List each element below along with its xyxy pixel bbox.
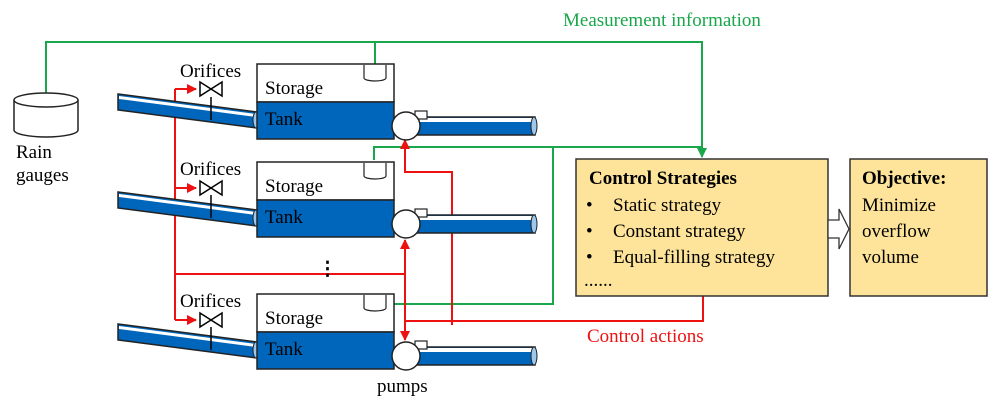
tank2-sensor-line [373,146,702,160]
outflow-pipe-icon [414,208,538,234]
more-tanks-ellipsis: ⋮ [318,259,337,280]
storage-label: Storage [265,176,323,197]
pump-icon [391,111,421,141]
bullet: • [586,221,593,242]
strategy-more: ...... [584,270,613,291]
strategy-item: Static strategy [613,195,722,216]
orifice-label: Orifices [180,61,241,82]
rain-gauges-label-2: gauges [16,165,69,186]
water-level-sensor-icon [363,163,387,180]
objective-line: volume [862,247,919,268]
tank-label: Tank [265,109,303,130]
inflow-pipe-icon [117,191,260,227]
block-arrow-icon [827,208,850,250]
tank-label: Tank [265,339,303,360]
objective-box: Objective: Minimize overflow volume [849,158,988,297]
rain-gauges-label-1: Rain [16,142,52,163]
inflow-pipe-icon [117,93,260,129]
tank-water [256,199,395,238]
storage-label: Storage [265,308,323,329]
objective-line: overflow [862,221,931,242]
measurement-information-label: Measurement information [563,10,761,31]
bullet: • [586,195,593,216]
objective-title: Objective: [862,168,946,189]
outflow-pipe-icon [414,110,538,136]
control-strategies-title: Control Strategies [589,168,737,189]
tank-water [256,101,395,140]
pumps-label: pumps [377,376,428,397]
tank-unit-3: Orifices Storage Tank [117,291,538,371]
tank-unit-1: Orifices Storage Tank [117,61,538,141]
outflow-pipe-icon [414,340,538,366]
measurement-lines [45,41,707,305]
strategy-output-line [405,296,704,322]
bullet: • [586,247,593,268]
control-strategies-box: Control Strategies • Static strategy • C… [575,158,829,297]
inflow-pipe-icon [117,323,260,359]
orifice-label: Orifices [180,291,241,312]
orifice-valve-icon [199,311,223,329]
orifice-label: Orifices [180,159,241,180]
rain-gauge-icon [13,92,79,138]
tank-label: Tank [265,207,303,228]
orifice-valve-icon [199,80,223,98]
pump-icon [391,209,421,239]
pump-icon [391,341,421,371]
control-actions-label: Control actions [587,326,704,347]
strategy-item: Constant strategy [613,221,746,242]
objective-line: Minimize [862,195,936,216]
orifice-valve-icon [199,179,223,197]
water-level-sensor-icon [363,295,387,312]
tank-water [256,331,395,370]
water-level-sensor-icon [363,65,387,82]
tank3-sensor-line [392,147,554,305]
storage-label: Storage [265,78,323,99]
strategy-item: Equal-filling strategy [613,247,775,268]
pump1-control [400,139,453,325]
tank-unit-2: Orifices Storage Tank [117,159,538,239]
